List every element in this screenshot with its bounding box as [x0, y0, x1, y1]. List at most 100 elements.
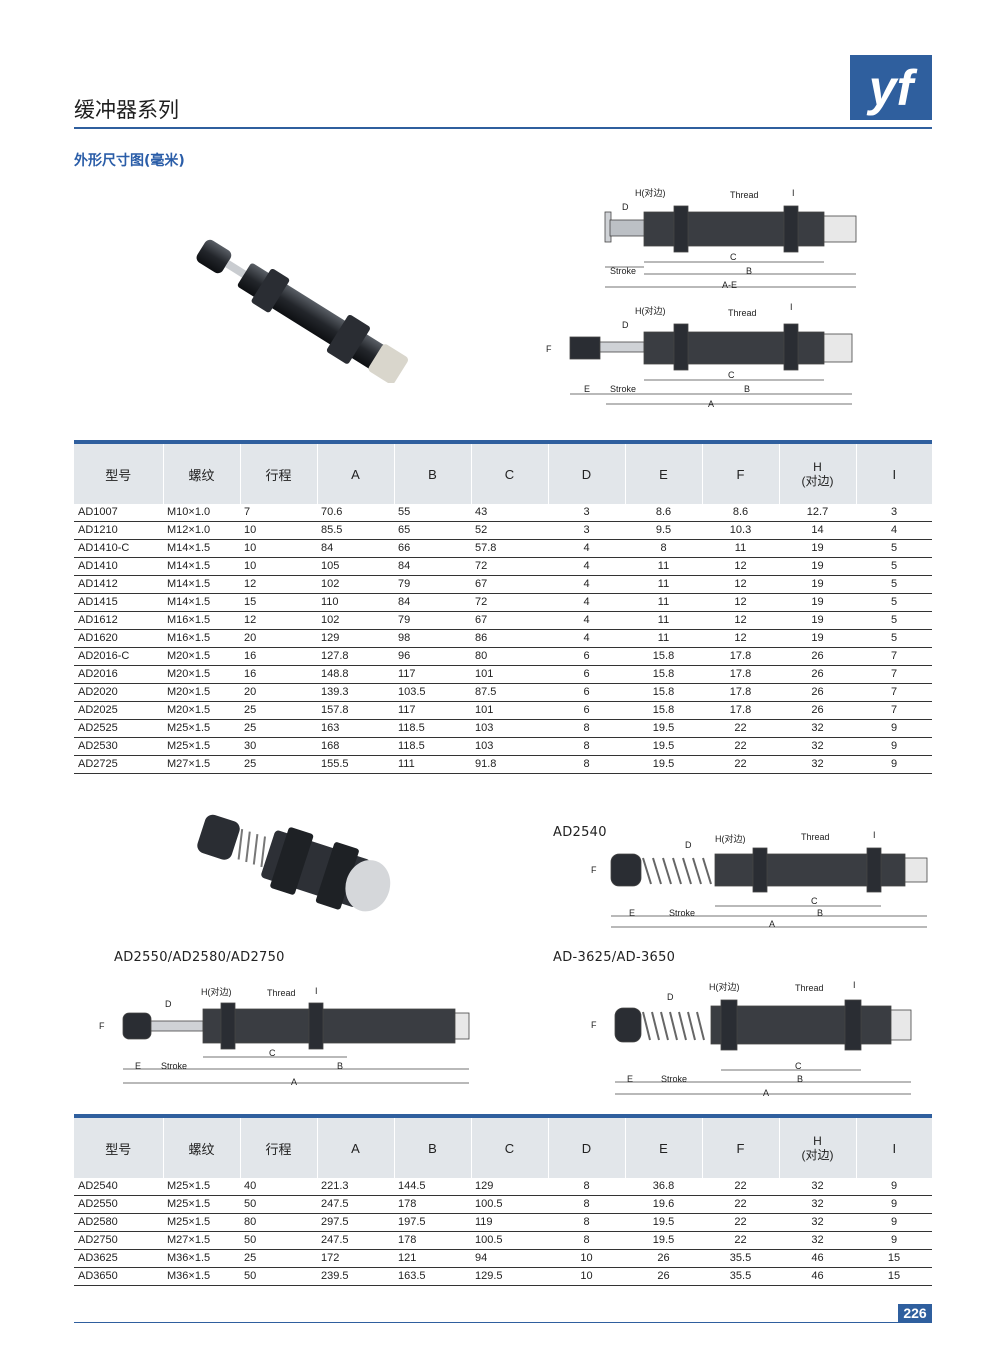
table-cell: 46 [779, 1249, 856, 1268]
table-cell: 84 [394, 557, 471, 576]
col-d: D [547, 1118, 625, 1178]
table-cell: M14×1.5 [163, 557, 240, 576]
table-cell: 26 [779, 701, 856, 720]
table-cell: 20 [240, 629, 317, 648]
table-cell: 178 [394, 1195, 471, 1214]
table-cell: 129.5 [471, 1267, 548, 1286]
table-cell: 6 [548, 665, 625, 684]
table-cell: AD3625 [74, 1249, 163, 1268]
label-stroke-3625: Stroke [661, 1074, 687, 1084]
table-cell: AD2580 [74, 1213, 163, 1232]
table-cell: 12 [702, 611, 779, 630]
table-cell: 66 [394, 539, 471, 558]
table-cell: 36.8 [625, 1178, 702, 1196]
table-cell: 3 [856, 504, 932, 522]
table-cell: M27×1.5 [163, 1231, 240, 1250]
col-model: 型号 [105, 1141, 132, 1157]
label-b-top: B [746, 266, 752, 276]
table-cell: AD2525 [74, 719, 163, 738]
table-cell: AD2016 [74, 665, 163, 684]
table-cell: 9 [856, 755, 932, 774]
col-model: 型号 [105, 467, 132, 483]
label-f-3625: F [591, 1020, 597, 1030]
table-cell: 144.5 [394, 1178, 471, 1196]
table-cell: 9 [856, 1195, 932, 1214]
table-cell: 121 [394, 1249, 471, 1268]
table-cell: 172 [317, 1249, 394, 1268]
table-cell: M14×1.5 [163, 539, 240, 558]
table-cell: 25 [240, 755, 317, 774]
table-cell: 4 [548, 575, 625, 594]
table-cell: 19 [779, 539, 856, 558]
table-cell: AD2750 [74, 1231, 163, 1250]
table-cell: 103.5 [394, 683, 471, 702]
table-cell: 14 [779, 521, 856, 540]
table-cell: 11 [625, 557, 702, 576]
table-cell: AD1412 [74, 575, 163, 594]
label-d-mid: D [622, 320, 629, 330]
label-ae: A-E [722, 280, 737, 290]
table-cell: 19 [779, 593, 856, 612]
label-c-2540: C [811, 896, 818, 906]
table-cell: 157.8 [317, 701, 394, 720]
label-c-mid: C [728, 370, 735, 380]
table-cell: 26 [779, 683, 856, 702]
table-cell: 16 [240, 647, 317, 666]
col-a: A [316, 444, 394, 504]
table-cell: 11 [625, 575, 702, 594]
table-cell: 12.7 [779, 504, 856, 522]
table-cell: 178 [394, 1231, 471, 1250]
table-cell: AD2725 [74, 755, 163, 774]
col-i: I [855, 444, 932, 504]
table-cell: 101 [471, 701, 548, 720]
page-number: 226 [898, 1304, 932, 1322]
label-d-2550: D [165, 999, 172, 1009]
col-h: H(对边) [778, 1118, 856, 1178]
table-cell: AD1415 [74, 593, 163, 612]
table-cell: 19.5 [625, 1231, 702, 1250]
table-cell: 117 [394, 665, 471, 684]
table-cell: 221.3 [317, 1178, 394, 1196]
table-cell: 5 [856, 629, 932, 648]
table-cell: 117 [394, 701, 471, 720]
section-title: 外形尺寸图(毫米) [74, 153, 185, 169]
table-cell: 98 [394, 629, 471, 648]
label-thread-2550: Thread [267, 988, 296, 998]
table-cell: 50 [240, 1195, 317, 1214]
table-cell: 5 [856, 593, 932, 612]
table-cell: 15.8 [625, 665, 702, 684]
table-cell: 8 [548, 719, 625, 738]
table-cell: 12 [702, 575, 779, 594]
col-h: H(对边) [778, 444, 856, 504]
table-cell: 10 [240, 521, 317, 540]
brand-logo: yf [850, 55, 932, 120]
table-cell: M10×1.0 [163, 504, 240, 522]
table-cell: 11 [625, 611, 702, 630]
label-thread-3625: Thread [795, 983, 824, 993]
table-cell: 6 [548, 701, 625, 720]
page-title: 缓冲器系列 [74, 98, 179, 122]
col-i: I [855, 1118, 932, 1178]
table-cell: 15.8 [625, 683, 702, 702]
col-stroke: 行程 [239, 1118, 317, 1178]
table-cell: 105 [317, 557, 394, 576]
table-cell: 100.5 [471, 1231, 548, 1250]
table-cell: 22 [702, 719, 779, 738]
label-a-3625: A [763, 1088, 769, 1098]
label-b-mid: B [744, 384, 750, 394]
label-f-2550: F [99, 1021, 105, 1031]
table-cell: 4 [548, 611, 625, 630]
table-cell: 148.8 [317, 665, 394, 684]
table-cell: M36×1.5 [163, 1267, 240, 1286]
label-i-top: I [792, 188, 795, 198]
table-cell: 22 [702, 755, 779, 774]
table-cell: 7 [856, 683, 932, 702]
label-a-2550: A [291, 1077, 297, 1087]
table-cell: 25 [240, 719, 317, 738]
label-thread-mid: Thread [728, 308, 757, 318]
table-cell: 65 [394, 521, 471, 540]
